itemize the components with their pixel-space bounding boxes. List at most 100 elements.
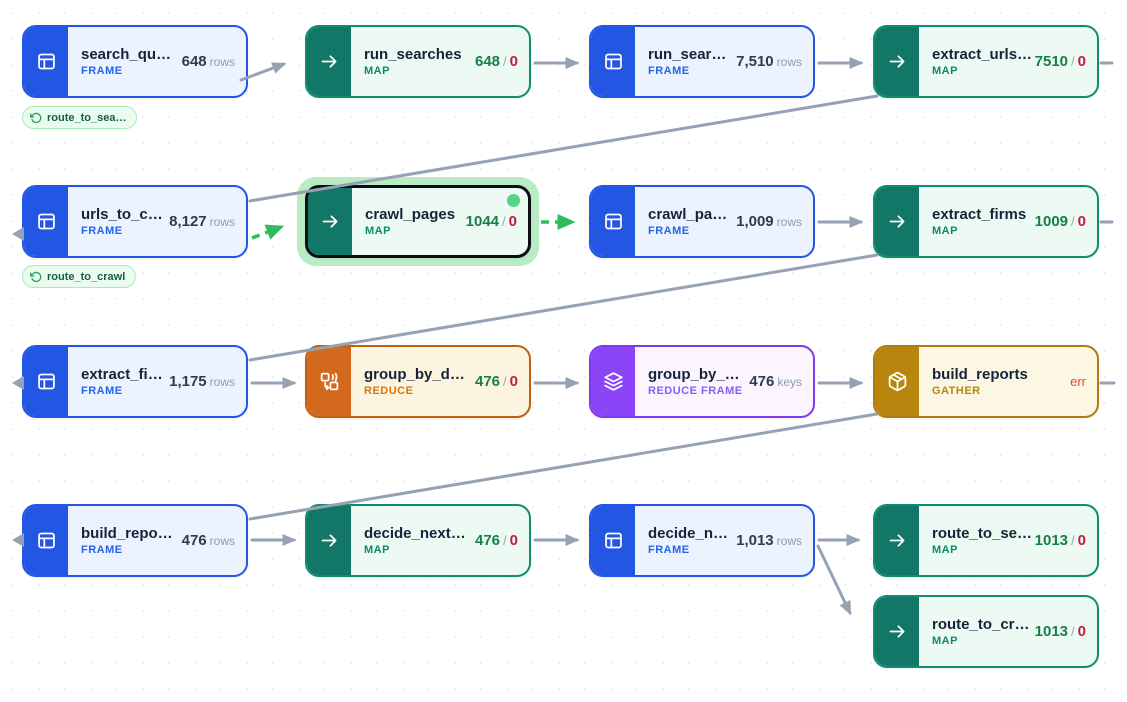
frame-stripe: [591, 506, 635, 575]
node-body: extract_urls…MAP 7510/0: [919, 27, 1097, 96]
node-type-label: MAP: [932, 225, 958, 237]
table-icon: [604, 53, 622, 70]
node-type-label: MAP: [364, 65, 390, 77]
node-type-label: MAP: [932, 544, 958, 556]
arrow-right-icon: [889, 215, 904, 228]
reduce-frame-stripe: [591, 347, 635, 416]
node-title: decide_n…: [648, 525, 729, 542]
node-type-label: FRAME: [81, 385, 123, 397]
node-type-label: MAP: [364, 544, 390, 556]
map-stripe: [307, 27, 351, 96]
node-title: run_sear…: [648, 46, 727, 63]
node-decide-next[interactable]: decide_next… MAP 476/0: [305, 504, 531, 577]
node-title: group_by_d…: [364, 366, 465, 383]
node-type-label: MAP: [932, 635, 958, 647]
node-type-label: FRAME: [81, 544, 123, 556]
arrow-right-icon: [889, 625, 904, 638]
arrow-right-icon: [321, 534, 336, 547]
reduce-merge-icon: [320, 372, 338, 391]
node-title: extract_firms: [932, 206, 1027, 223]
badge-label: route_to_crawl: [47, 270, 126, 283]
node-title: group_by_…: [648, 366, 740, 383]
active-edge-urlstocrawl-crawlpages: [251, 224, 285, 240]
frame-stripe: [24, 27, 68, 96]
table-icon: [37, 53, 55, 70]
node-title: route_to_se…: [932, 525, 1033, 542]
ok-err-count: 476/0: [475, 531, 518, 549]
frame-stripe: [591, 187, 635, 256]
node-title: extract_urls…: [932, 46, 1033, 63]
badge-route-to-crawl[interactable]: route_to_crawl: [22, 265, 137, 288]
node-extract-urls[interactable]: extract_urls…MAP 7510/0: [873, 25, 1099, 98]
node-title: build_repo…: [81, 525, 173, 542]
running-status-dot: [507, 194, 520, 207]
ok-err-count: 1013/0: [1034, 531, 1086, 549]
map-stripe: [308, 188, 352, 255]
table-icon: [37, 373, 55, 390]
node-title: crawl_pa…: [648, 206, 728, 223]
node-group-by-domain[interactable]: group_by_d…REDUCE 476/0: [305, 345, 531, 418]
node-type-label: FRAME: [648, 544, 690, 556]
frame-stripe: [24, 347, 68, 416]
node-body: route_to_se… MAP 1013/0: [919, 506, 1097, 575]
map-stripe: [875, 597, 919, 666]
node-title: decide_next…: [364, 525, 466, 542]
badge-route-to-search[interactable]: route_to_sea…: [22, 106, 138, 129]
ok-err-count: 7510/0: [1034, 52, 1086, 70]
map-stripe: [875, 187, 919, 256]
node-route-to-crawl[interactable]: route_to_cr…MAP 1013/0: [873, 595, 1099, 668]
node-type-label: FRAME: [81, 65, 123, 77]
node-type-label: REDUCE: [364, 385, 414, 397]
node-title: run_searches: [364, 46, 462, 63]
node-body: group_by_d…REDUCE 476/0: [351, 347, 529, 416]
node-title: search_qu…: [81, 46, 172, 63]
node-title: crawl_pages: [365, 206, 456, 223]
node-type-label: REDUCE FRAME: [648, 385, 743, 397]
frame-stripe: [24, 187, 68, 256]
node-type-label: FRAME: [648, 225, 690, 237]
ok-err-count: 648/0: [475, 52, 518, 70]
node-type-label: MAP: [365, 225, 391, 237]
frame-stripe: [24, 506, 68, 575]
arrow-right-icon: [322, 215, 337, 228]
node-route-to-search[interactable]: route_to_se… MAP 1013/0: [873, 504, 1099, 577]
edge-decideframe-routetocrawl: [816, 544, 852, 616]
node-title: extract_fi…: [81, 366, 163, 383]
node-body: decide_next… MAP 476/0: [351, 506, 529, 575]
arrow-right-icon: [889, 534, 904, 547]
table-icon: [37, 213, 55, 230]
node-body: route_to_cr…MAP 1013/0: [919, 597, 1097, 666]
ok-err-count: 1009/0: [1034, 212, 1086, 230]
node-type-label: GATHER: [932, 385, 981, 397]
arrow-right-icon: [889, 55, 904, 68]
